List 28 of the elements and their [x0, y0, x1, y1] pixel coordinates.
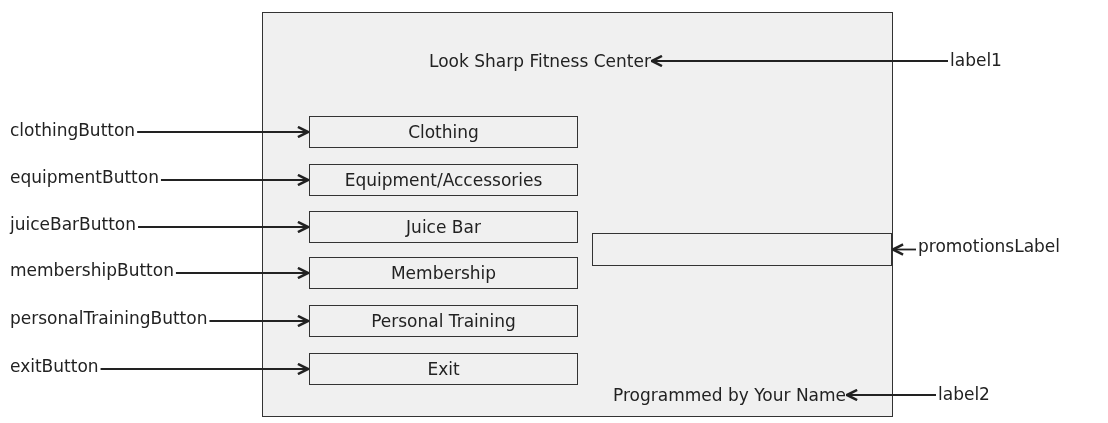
form-button: Juice Bar — [309, 211, 578, 243]
promotions-label-box — [592, 233, 892, 266]
leader-arrow — [136, 125, 310, 139]
footer-label: Programmed by Your Name — [613, 385, 847, 405]
leader-arrow — [99, 362, 310, 376]
leader-arrow — [160, 173, 310, 187]
form-button: Equipment/Accessories — [309, 164, 578, 196]
form-button: Exit — [309, 353, 578, 385]
callout-label: label2 — [938, 384, 990, 404]
form-window — [262, 12, 893, 417]
leader-arrow — [208, 314, 310, 328]
callout-label: personalTrainingButton — [10, 308, 208, 328]
callout-label: equipmentButton — [10, 167, 159, 187]
leader-arrow — [137, 220, 310, 234]
title-label: Look Sharp Fitness Center — [429, 51, 651, 71]
callout-label: membershipButton — [10, 260, 174, 280]
callout-label: clothingButton — [10, 120, 136, 140]
callout-label: promotionsLabel — [918, 236, 1061, 256]
leader-arrow — [891, 243, 917, 256]
leader-arrow — [845, 388, 937, 402]
form-button: Membership — [309, 257, 578, 289]
leader-arrow — [175, 266, 310, 280]
callout-label: label1 — [950, 50, 1002, 70]
form-button: Personal Training — [309, 305, 578, 337]
callout-label: exitButton — [10, 356, 99, 376]
leader-arrow — [650, 54, 949, 68]
form-button: Clothing — [309, 116, 578, 148]
callout-label: juiceBarButton — [10, 214, 137, 234]
